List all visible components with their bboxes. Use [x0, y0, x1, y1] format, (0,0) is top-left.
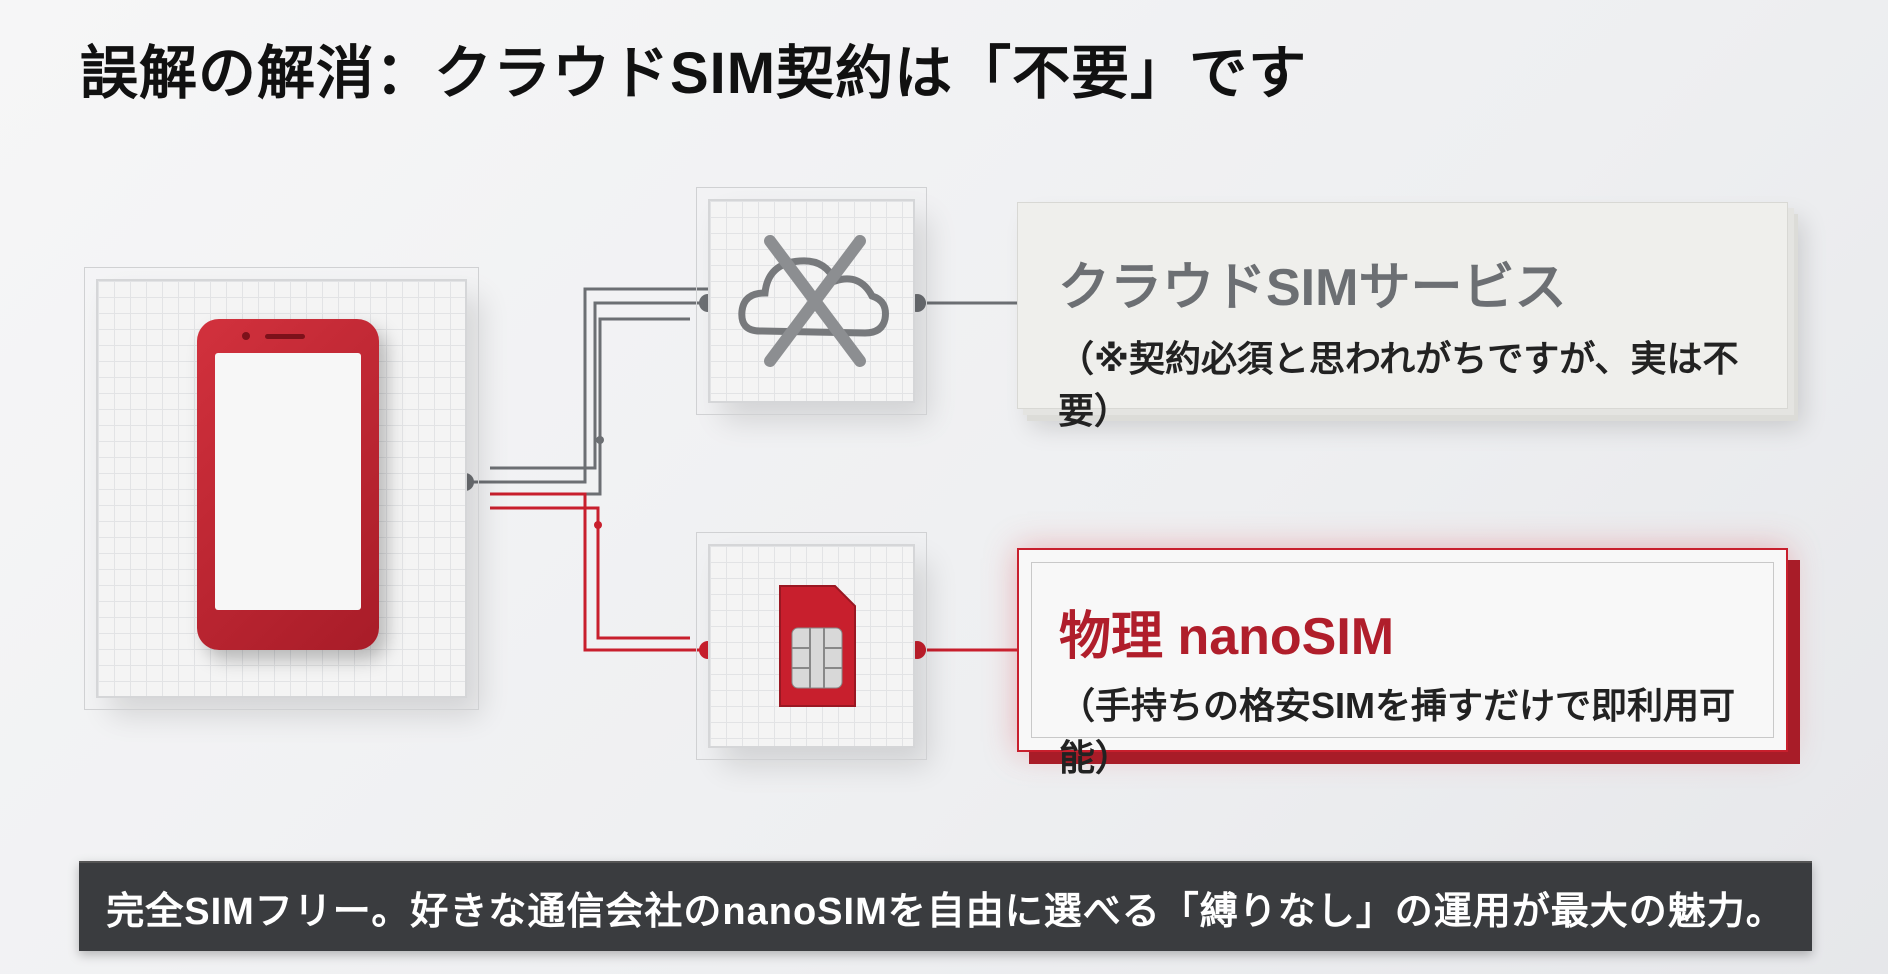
footer-banner: 完全SIMフリー。好きな通信会社のnanoSIMを自由に選べる「縛りなし」の運用… — [79, 861, 1812, 951]
smartphone-icon — [197, 319, 379, 650]
nanosim-heading: 物理 nanoSIM — [1059, 608, 1395, 666]
page-title: 誤解の解消：クラウドSIM契約は「不要」です — [80, 41, 1308, 106]
cloud-crossed-icon — [738, 235, 889, 367]
cloud-sim-heading: クラウドSIMサービス — [1058, 259, 1567, 317]
cloud-sim-note: （※契約必須と思われがちですが、実は不要） — [1058, 338, 1739, 431]
footer-text: 完全SIMフリー。好きな通信会社のnanoSIMを自由に選べる「縛りなし」の運用… — [106, 890, 1785, 933]
nanosim-card: 物理 nanoSIM （手持ちの格安SIMを挿すだけで即利用可能） — [1017, 548, 1788, 778]
cloud-sim-panel — [696, 187, 927, 415]
nanosim-panel — [696, 532, 927, 760]
device-panel — [84, 267, 479, 710]
cloud-sim-card: クラウドSIMサービス （※契約必須と思われがちですが、実は不要） — [1017, 202, 1788, 431]
sim-card-icon — [779, 585, 856, 707]
nanosim-note: （手持ちの格安SIMを挿すだけで即利用可能） — [1059, 685, 1736, 778]
